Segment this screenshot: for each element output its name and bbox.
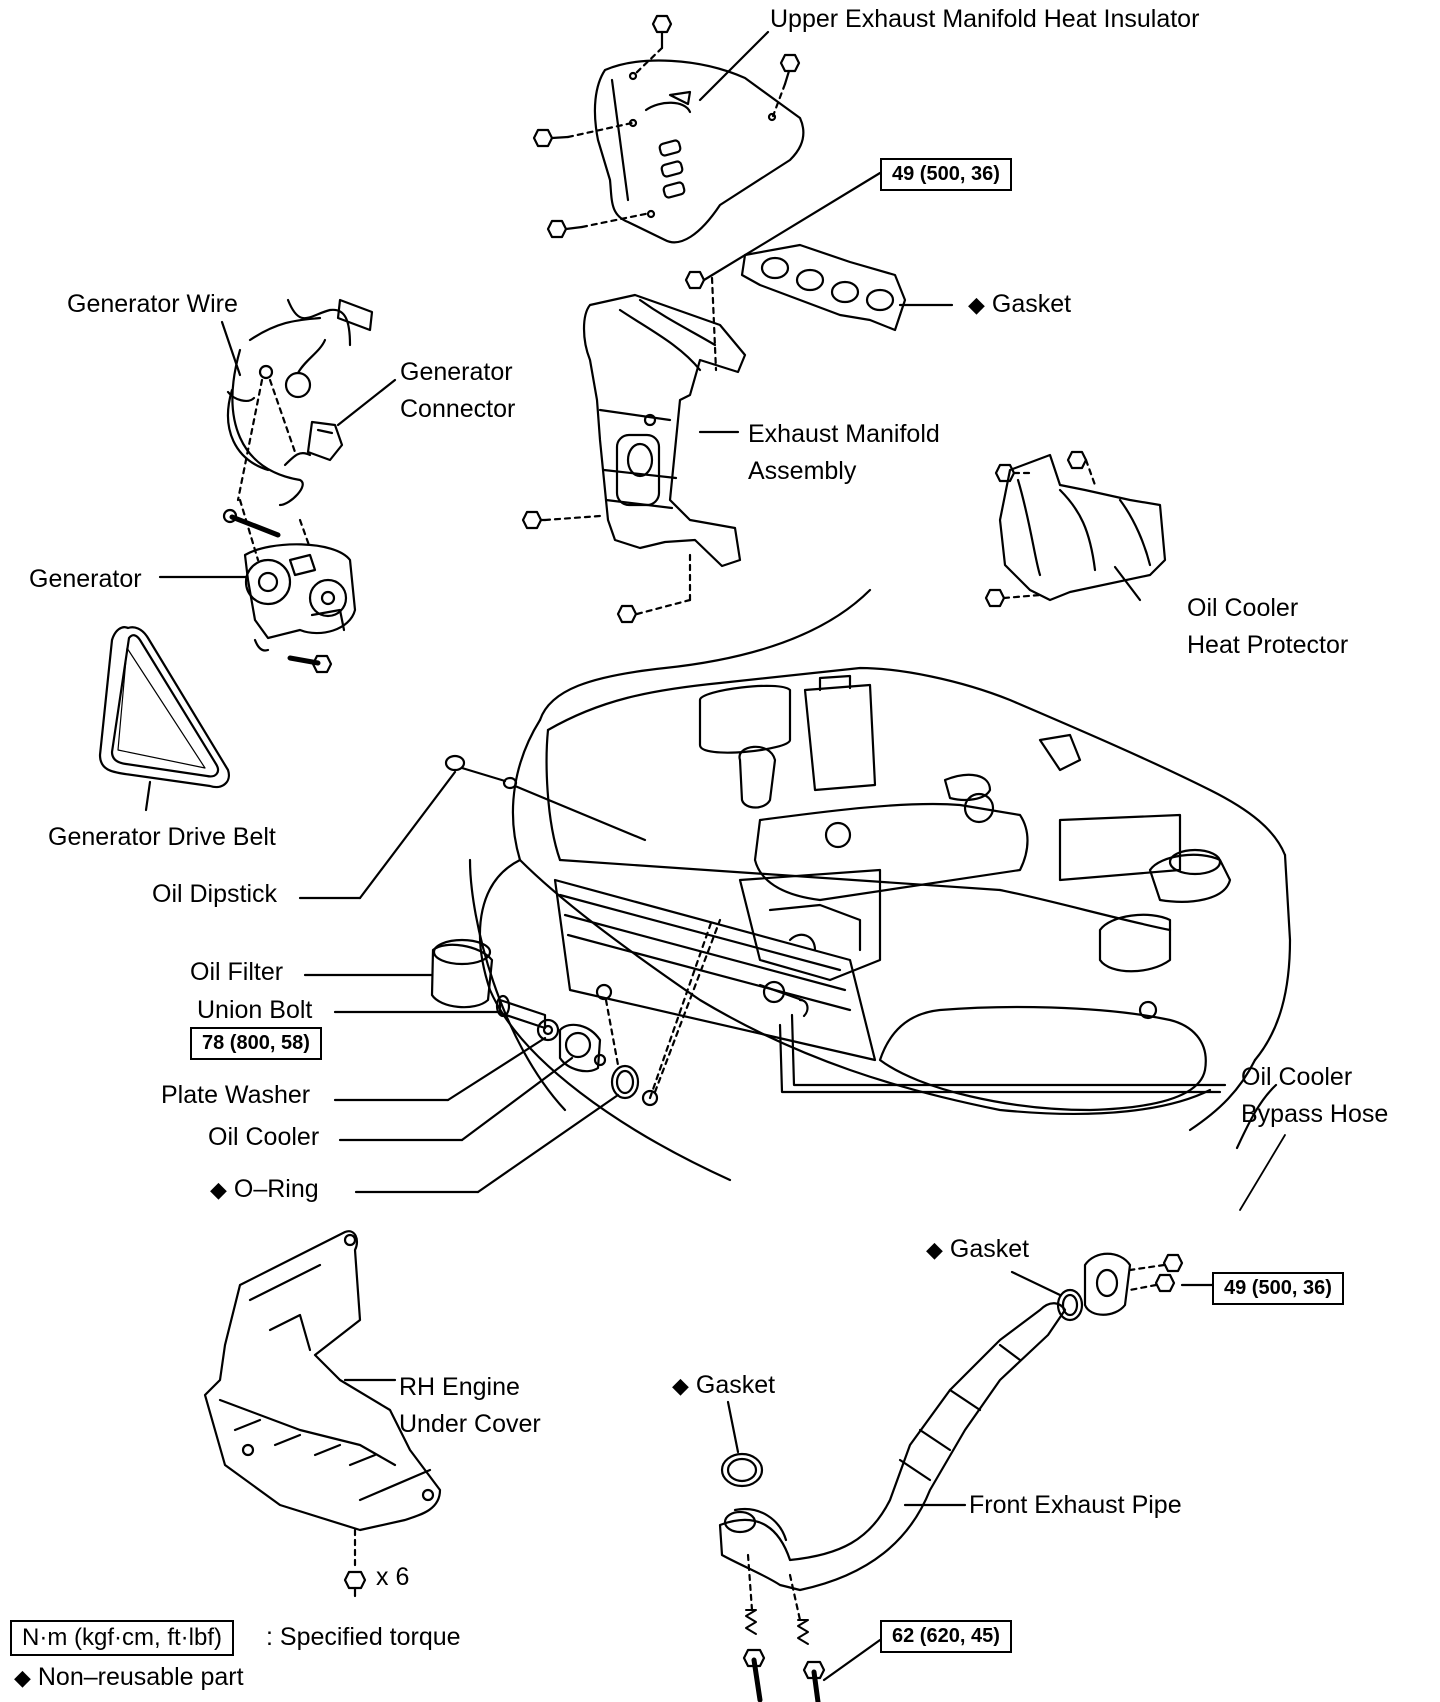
label-gasket-lower: ◆ Gasket	[672, 1371, 776, 1399]
label-bypass-hose-2: Bypass Hose	[1241, 1100, 1389, 1128]
nonreusable-mark: ◆	[968, 292, 985, 317]
nonreusable-mark: ◆	[926, 1237, 943, 1262]
manifold-gasket	[740, 243, 907, 332]
label-rh-under-cover-1: RH Engine	[399, 1373, 520, 1401]
label-exhaust-manifold-1: Exhaust Manifold	[748, 420, 940, 448]
flange	[1083, 1252, 1132, 1316]
nonreusable-mark: ◆	[14, 1665, 31, 1690]
o-ring	[610, 1064, 640, 1100]
legend-nonreusable: ◆ Non–reusable part	[14, 1663, 244, 1691]
leader-generator-wire	[220, 320, 242, 377]
label-exhaust-manifold-2: Assembly	[748, 457, 857, 485]
label-generator-wire: Generator Wire	[67, 290, 238, 318]
nonreusable-mark: ◆	[672, 1373, 689, 1398]
generator-drive-belt	[98, 626, 230, 789]
label-oil-cooler-heat-protector-2: Heat Protector	[1187, 631, 1349, 659]
rh-engine-under-cover	[203, 1230, 442, 1532]
front-pipe-gasket	[1056, 1288, 1084, 1322]
oil-filter	[430, 938, 494, 1009]
label-oil-cooler-heat-protector-1: Oil Cooler	[1187, 594, 1299, 622]
label-generator: Generator	[29, 565, 142, 593]
label-bypass-hose-1: Oil Cooler	[1241, 1063, 1353, 1091]
label-oil-dipstick: Oil Dipstick	[152, 880, 278, 908]
gasket-lower	[720, 1452, 764, 1488]
exhaust-manifold	[582, 293, 747, 568]
nonreusable-mark: ◆	[210, 1177, 227, 1202]
torque-box-union-bolt: 78 (800, 58)	[190, 1027, 322, 1060]
torque-box-front-pipe-bolts: 62 (620, 45)	[880, 1620, 1012, 1653]
label-rh-under-cover-2: Under Cover	[399, 1410, 541, 1438]
label-oil-filter: Oil Filter	[190, 958, 284, 986]
label-generator-drive-belt: Generator Drive Belt	[48, 823, 276, 851]
oil-cooler-heat-protector	[998, 453, 1167, 602]
label-o-ring: ◆ O–Ring	[210, 1175, 319, 1203]
legend-torque-text: : Specified torque	[266, 1623, 461, 1651]
oil-dipstick	[444, 754, 647, 842]
leader-upper-insulator	[698, 30, 770, 102]
torque-box-manifold-nut: 49 (500, 36)	[880, 158, 1012, 191]
label-bolt-count: x 6	[376, 1563, 410, 1591]
label-front-exhaust-pipe: Front Exhaust Pipe	[969, 1491, 1182, 1519]
front-exhaust-pipe	[718, 1302, 1067, 1592]
label-generator-connector-2: Connector	[400, 395, 516, 423]
label-generator-connector-1: Generator	[400, 358, 513, 386]
generator-connector	[306, 420, 344, 462]
label-union-bolt: Union Bolt	[197, 996, 313, 1024]
oil-cooler-part	[558, 1023, 607, 1073]
label-upper-heat-insulator: Upper Exhaust Manifold Heat Insulator	[770, 5, 1200, 33]
insulator-bolts	[532, 14, 801, 239]
label-gasket-front-pipe: ◆ Gasket	[926, 1235, 1030, 1263]
label-oil-cooler: Oil Cooler	[208, 1123, 320, 1151]
generator	[243, 543, 357, 652]
insulator-dash-lines	[566, 46, 787, 229]
generator-wire	[226, 298, 374, 507]
label-plate-washer: Plate Washer	[161, 1081, 311, 1109]
torque-box-front-pipe-flange: 49 (500, 36)	[1212, 1272, 1344, 1305]
label-gasket-manifold: ◆ Gasket	[968, 290, 1072, 318]
manifold-nut	[684, 270, 706, 290]
upper-heat-insulator	[593, 59, 805, 244]
legend-torque-unit: N·m (kgf·cm, ft·lbf)	[10, 1620, 234, 1656]
